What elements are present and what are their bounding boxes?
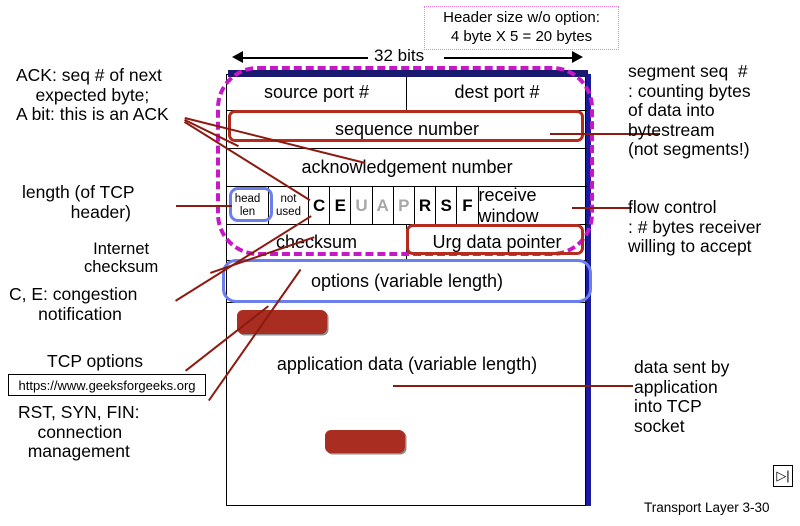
next-slide-glyph: ▷|	[776, 468, 790, 483]
annotation-rst-syn-fin: RST, SYN, FIN: connection management	[18, 402, 140, 462]
leader-flow-control	[572, 207, 632, 209]
field-head-len: head len	[227, 187, 269, 224]
application-data-label: application data (variable length)	[276, 354, 538, 374]
width-arrowhead-left	[232, 51, 243, 63]
width-label: 32 bits	[374, 46, 425, 65]
field-urg-data-pointer: Urg data pointer	[432, 232, 562, 252]
annotation-ack: ACK: seq # of next expected byte; A bit:…	[16, 65, 169, 125]
url-text: https://www.geeksforgeeks.org	[18, 377, 196, 393]
segment-top-bar	[228, 70, 588, 77]
tcp-segment-diagram: source port # dest port # sequence numbe…	[226, 74, 587, 506]
leader-data-sent	[393, 385, 633, 387]
field-acknowledgement-number: acknowledgement number	[227, 149, 587, 187]
highlight-sequence-number	[228, 110, 584, 142]
width-arrow-left	[240, 57, 368, 59]
flag-bit-f: F	[457, 187, 479, 224]
field-source-port: source port #	[227, 75, 407, 110]
leader-segment-seq	[550, 133, 660, 135]
flag-bit-a: A	[373, 187, 394, 224]
highlight-head-len	[229, 187, 273, 222]
header-size-line1: Header size w/o option:	[443, 9, 600, 27]
data-block-1	[237, 310, 327, 334]
flag-bit-p: P	[394, 187, 415, 224]
slide-footer: Transport Layer 3-30	[644, 500, 770, 515]
flag-bit-e: E	[330, 187, 352, 224]
header-size-callout: Header size w/o option: 4 byte X 5 = 20 …	[424, 6, 619, 50]
field-application-data: application data (variable length)	[227, 303, 587, 505]
row-flags: head len not used C E U A P R S F receiv…	[227, 184, 587, 226]
flag-bit-c: C	[309, 187, 331, 224]
row-ports: source port # dest port #	[227, 75, 587, 111]
highlight-urg-data-pointer	[406, 224, 584, 255]
annotation-internet-checksum: Internet checksum	[84, 240, 159, 277]
annotation-congestion: C, E: congestion notification	[9, 284, 138, 324]
data-block-2	[325, 430, 405, 453]
annotation-segment-seq: segment seq # : counting bytes of data i…	[628, 61, 751, 160]
flag-bit-s: S	[436, 187, 458, 224]
leader-length	[176, 205, 232, 207]
field-not-used: not used	[269, 187, 309, 224]
header-size-line2: 4 byte X 5 = 20 bytes	[450, 28, 593, 45]
annotation-length: length (of TCP header)	[22, 182, 135, 222]
width-arrowhead-right	[572, 51, 583, 63]
flag-bit-u: U	[351, 187, 373, 224]
field-checksum: checksum	[227, 225, 407, 260]
field-dest-port: dest port #	[454, 82, 540, 102]
annotation-data-sent: data sent by application into TCP socket	[634, 357, 730, 436]
annotation-tcp-options: TCP options	[47, 351, 143, 371]
flag-bit-r: R	[415, 187, 437, 224]
next-slide-icon[interactable]: ▷|	[773, 465, 793, 487]
field-receive-window: receive window	[478, 184, 539, 226]
url-box[interactable]: https://www.geeksforgeeks.org	[8, 374, 206, 396]
annotation-flow-control: flow control : # bytes receiver willing …	[628, 197, 762, 257]
field-sequence-number: sequence number	[227, 111, 587, 149]
highlight-options	[222, 259, 592, 303]
width-arrow-right	[444, 57, 572, 59]
